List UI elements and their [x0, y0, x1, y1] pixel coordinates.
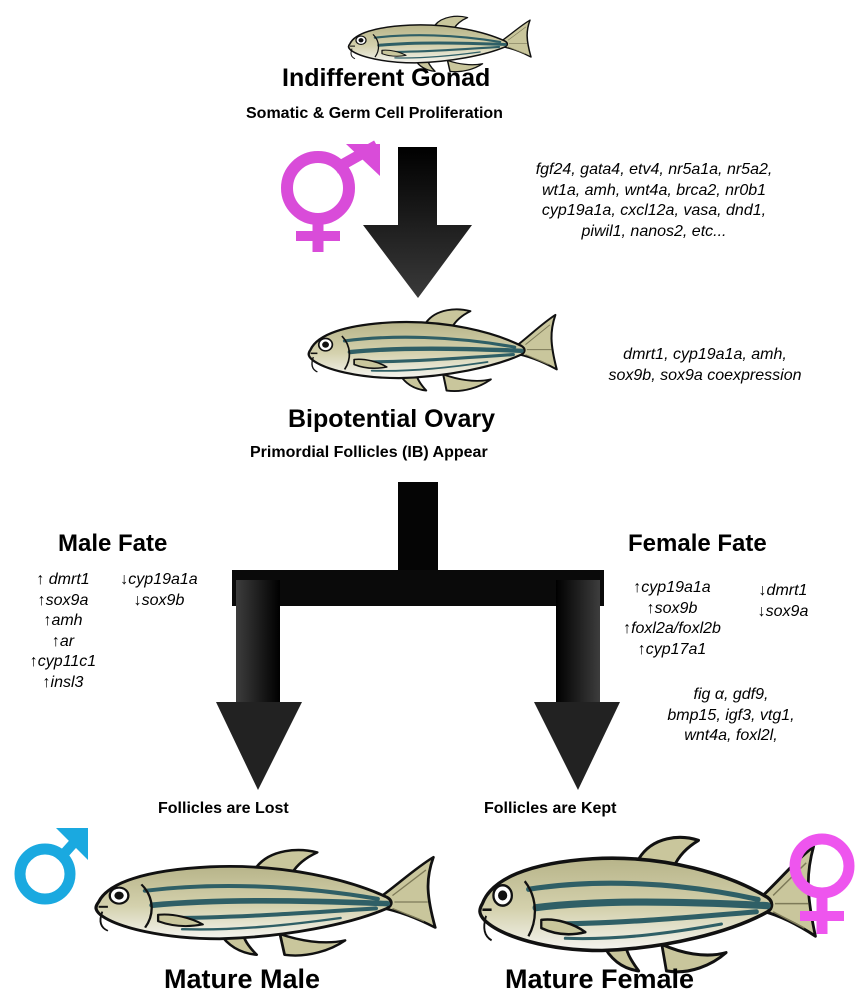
mature-male-fish-icon [96, 850, 435, 955]
female-other-genes: fig α, gdf9, bmp15, igf3, vtg1, wnt4a, f… [636, 685, 826, 747]
gene-line: sox9b, sox9a coexpression [570, 366, 840, 387]
female-downregulated-genes: ↓dmrt1 ↓sox9a [738, 581, 828, 622]
gene-line: fig α, gdf9, [636, 685, 826, 706]
gene-line: piwil1, nanos2, etc... [484, 222, 824, 243]
gene-line: ↓sox9a [738, 602, 828, 623]
male-upregulated-genes: ↑ dmrt1 ↑sox9a ↑amh ↑ar ↑cyp11c1 ↑insl3 [20, 570, 106, 693]
female-follicle-label: Follicles are Kept [484, 800, 617, 818]
gene-line: wt1a, amh, wnt4a, brca2, nr0b1 [484, 181, 824, 202]
gene-line: wnt4a, foxl2l, [636, 726, 826, 747]
gene-line: ↑insl3 [20, 673, 106, 694]
stage1-title: Indifferent Gonad [282, 64, 490, 93]
gene-line: bmp15, igf3, vtg1, [636, 706, 826, 727]
gene-line: ↓dmrt1 [738, 581, 828, 602]
stage1-subtitle: Somatic & Germ Cell Proliferation [246, 105, 503, 123]
gene-line: fgf24, gata4, etv4, nr5a1a, nr5a2, [484, 160, 824, 181]
branch-arrow [216, 482, 620, 790]
male-follicle-label: Follicles are Lost [158, 800, 289, 818]
gene-line: ↑cyp17a1 [610, 640, 734, 661]
gene-line: ↑sox9a [20, 591, 106, 612]
female-symbol-icon [795, 839, 849, 934]
stage2-gene-list: dmrt1, cyp19a1a, amh, sox9b, sox9a coexp… [570, 345, 840, 386]
mature-male-label: Mature Male [164, 964, 320, 995]
stage1-gene-list: fgf24, gata4, etv4, nr5a1a, nr5a2, wt1a,… [484, 160, 824, 242]
gene-line: dmrt1, cyp19a1a, amh, [570, 345, 840, 366]
gene-line: ↑ dmrt1 [20, 570, 106, 591]
gene-line: ↑cyp19a1a [610, 578, 734, 599]
gene-line: cyp19a1a, cxcl12a, vasa, dnd1, [484, 201, 824, 222]
gene-line: ↓sox9b [108, 591, 210, 612]
stage2-subtitle: Primordial Follicles (IB) Appear [250, 444, 488, 462]
gene-line: ↑ar [20, 632, 106, 653]
male-downregulated-genes: ↓cyp19a1a ↓sox9b [108, 570, 210, 611]
mature-female-label: Mature Female [505, 964, 694, 995]
male-fate-label: Male Fate [58, 530, 167, 558]
mature-female-fish-icon [480, 837, 816, 971]
female-fate-label: Female Fate [628, 530, 767, 558]
bipotential-fish-icon [309, 309, 557, 391]
gene-line: ↑cyp11c1 [20, 652, 106, 673]
gene-line: ↑sox9b [610, 599, 734, 620]
gene-line: ↓cyp19a1a [108, 570, 210, 591]
gene-line: ↑foxl2a/foxl2b [610, 619, 734, 640]
intersex-symbol-icon [287, 144, 380, 252]
stage2-title: Bipotential Ovary [288, 405, 495, 434]
male-symbol-icon [20, 828, 88, 899]
female-upregulated-genes: ↑cyp19a1a ↑sox9b ↑foxl2a/foxl2b ↑cyp17a1 [610, 578, 734, 660]
gene-line: ↑amh [20, 611, 106, 632]
